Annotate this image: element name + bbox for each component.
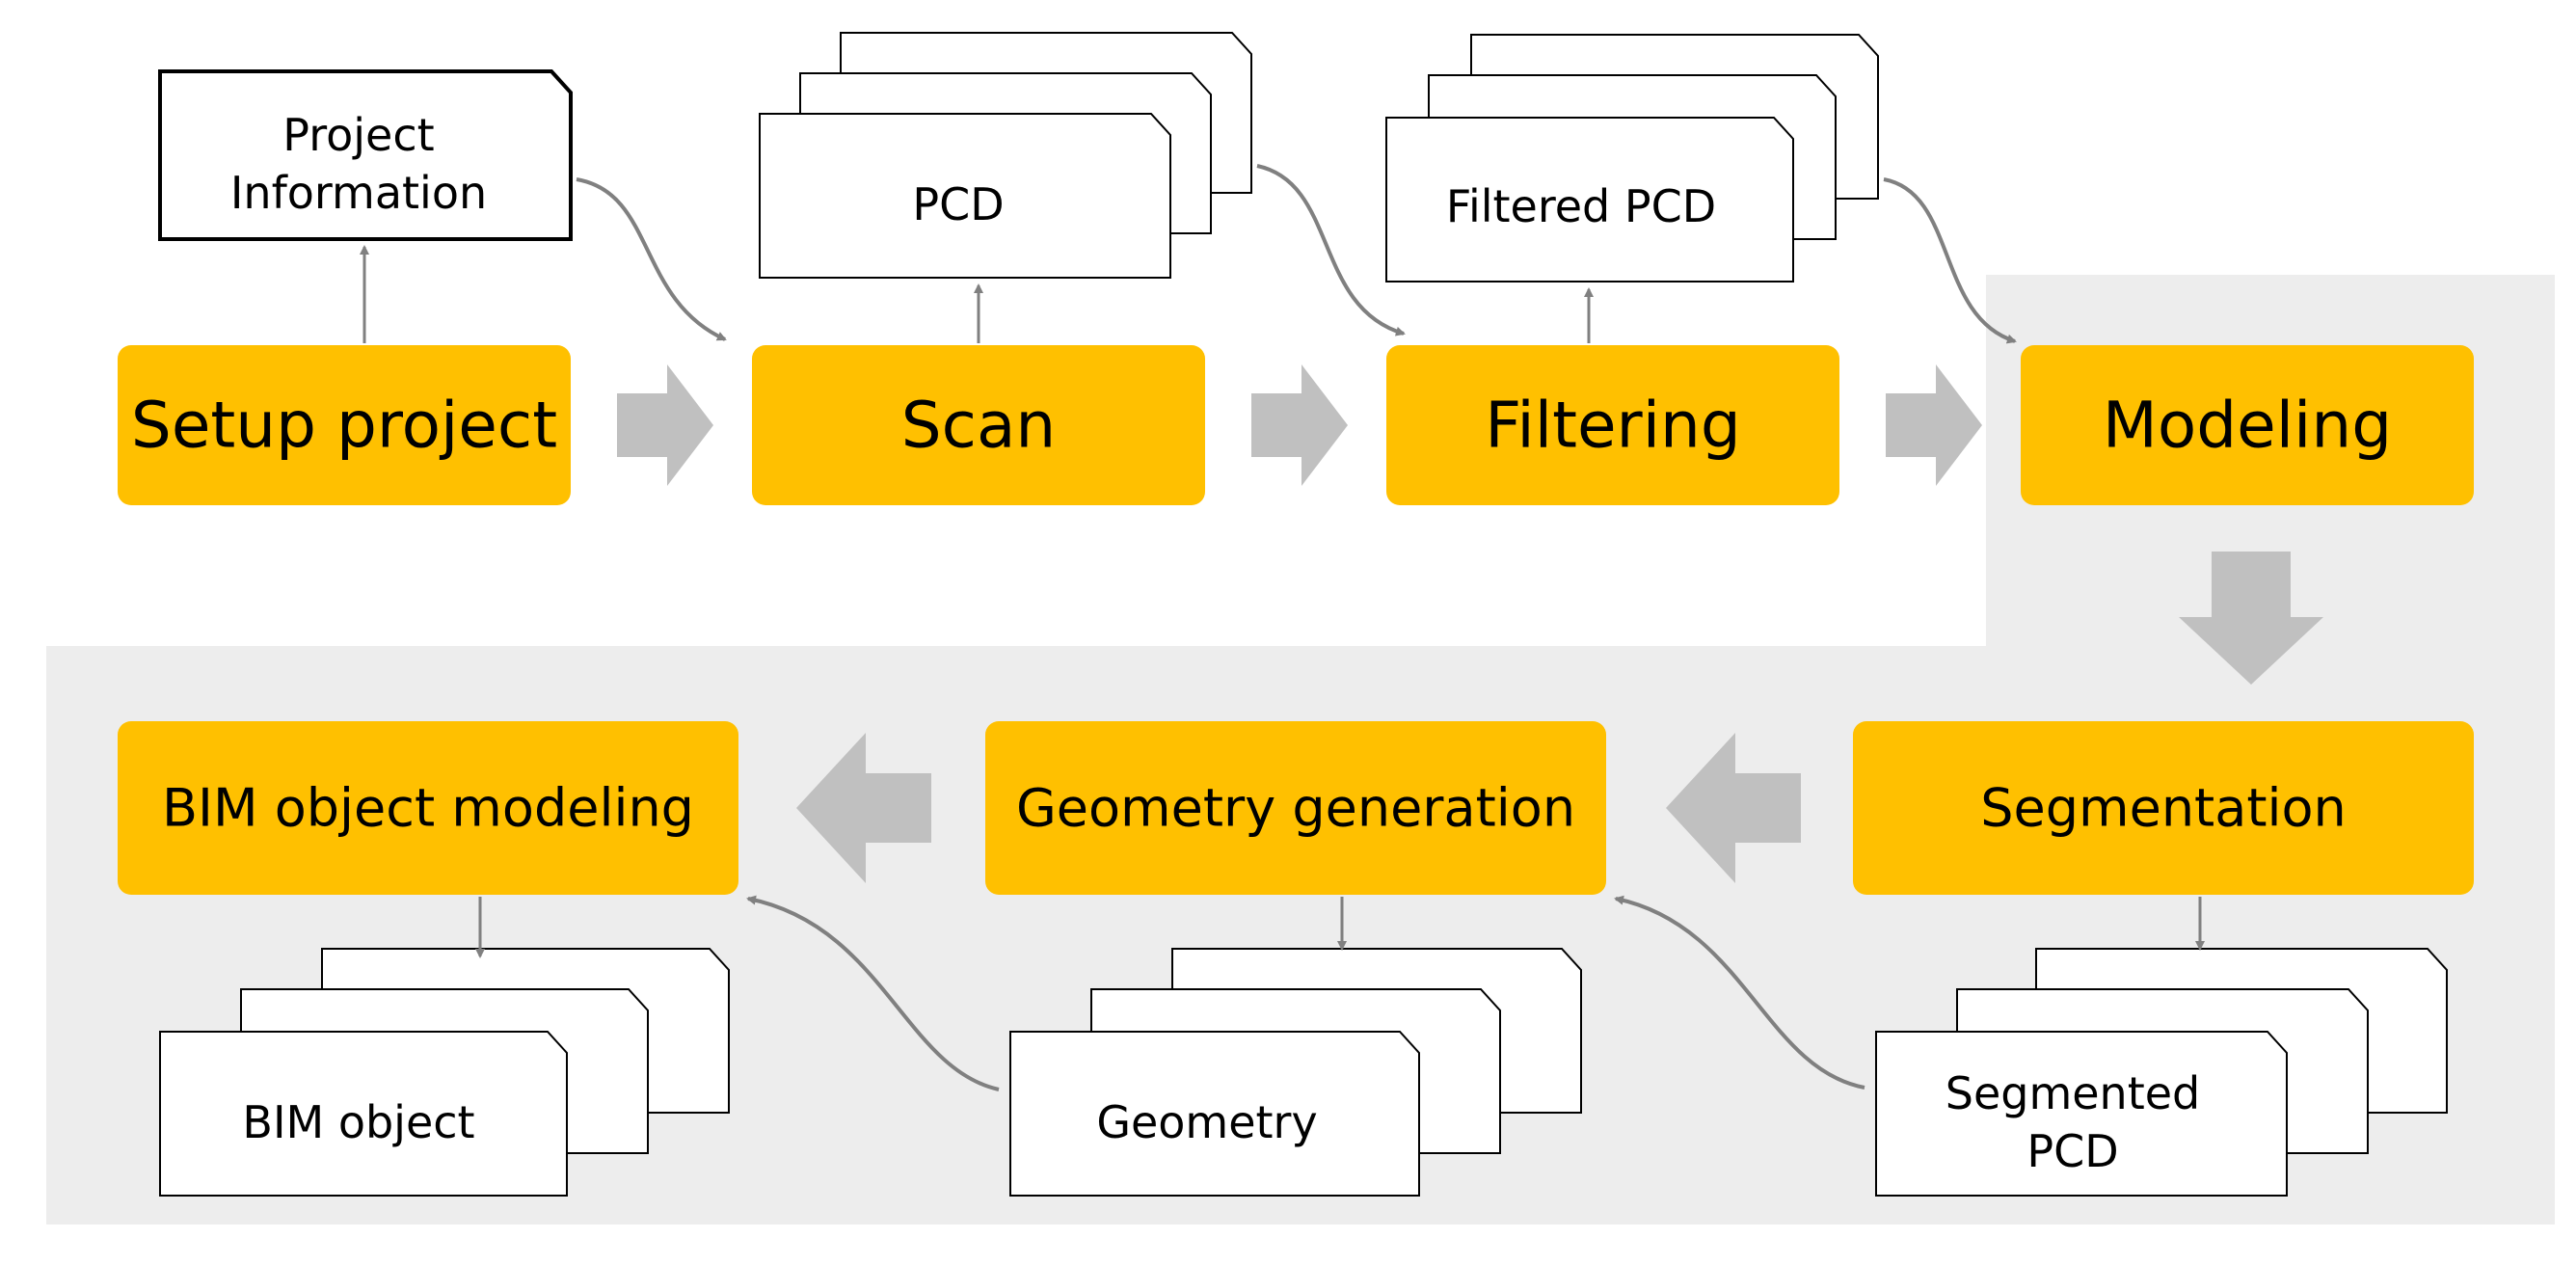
process-setup-project: Setup project [118, 345, 571, 505]
document-project-information: Project Information [158, 69, 573, 241]
flow-arrow-segmentation-to-geometry [1666, 733, 1801, 883]
process-segmentation: Segmentation [1853, 721, 2474, 895]
process-modeling-label: Modeling [2103, 389, 2392, 463]
document-stack-geometry: Geometry [1009, 948, 1582, 1197]
process-segmentation-label: Segmentation [1980, 778, 2347, 839]
flow-arrow-setup-to-scan [617, 364, 713, 486]
flow-arrow-filtering-to-modeling [1886, 364, 1982, 486]
input-connector-geometry-to-bim [746, 895, 1000, 1091]
document-pcd-label: PCD [912, 178, 1004, 230]
process-scan: Scan [752, 345, 1205, 505]
document-filtered-pcd-label: Filtered PCD [1446, 180, 1716, 232]
flow-arrow-scan-to-filtering [1251, 364, 1348, 486]
input-connector-filtered-pcd-to-modeling [1883, 177, 2017, 344]
input-connector-segmented-pcd-to-geometry [1614, 895, 1865, 1090]
process-setup-project-label: Setup project [131, 389, 557, 463]
document-segmented-pcd-line1: Segmented [1945, 1067, 2201, 1119]
document-segmented-pcd-line2: PCD [2026, 1125, 2118, 1177]
process-geometry-generation-label: Geometry generation [1016, 778, 1575, 839]
process-scan-label: Scan [901, 389, 1056, 463]
input-connector-info-to-scan [576, 177, 727, 341]
flow-arrow-modeling-to-segmentation [2179, 552, 2323, 685]
document-project-information-line1: Project [282, 109, 434, 161]
document-stack-segmented-pcd: Segmented PCD [1875, 948, 2448, 1197]
document-bim-object-label: BIM object [242, 1096, 474, 1148]
process-bim-object-modeling-label: BIM object modeling [162, 778, 694, 839]
document-project-information-line2: Information [230, 167, 487, 219]
document-stack-pcd: PCD [759, 32, 1252, 279]
process-filtering-label: Filtering [1485, 389, 1741, 463]
flow-arrow-geometry-to-bim [796, 733, 931, 883]
process-modeling: Modeling [2021, 345, 2474, 505]
input-connector-pcd-to-filtering [1256, 164, 1406, 336]
document-geometry-label: Geometry [1096, 1096, 1317, 1148]
document-stack-filtered-pcd: Filtered PCD [1385, 34, 1879, 283]
process-filtering: Filtering [1386, 345, 1839, 505]
document-stack-bim-object: BIM object [159, 948, 730, 1197]
process-geometry-generation: Geometry generation [985, 721, 1606, 895]
process-bim-object-modeling: BIM object modeling [118, 721, 738, 895]
